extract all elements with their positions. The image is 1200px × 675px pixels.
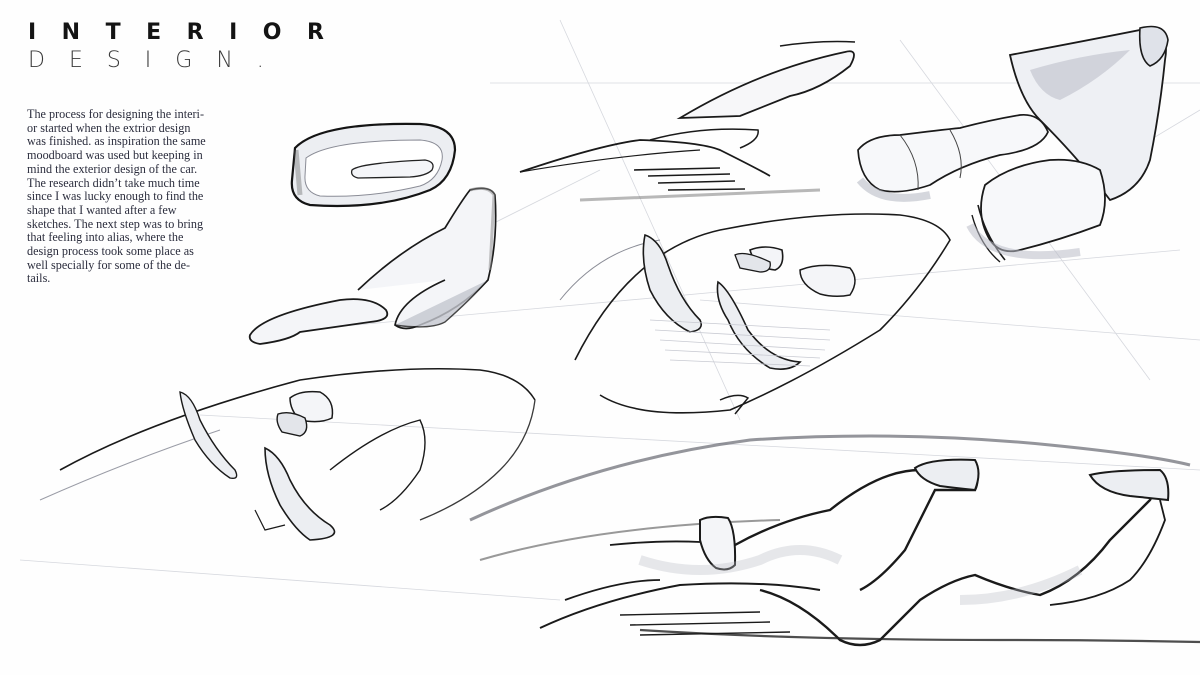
description-line: or started when the extrior design [27, 120, 191, 135]
description-line: that feeling into alias, where the [27, 230, 184, 245]
cabin-perspective-sketch [39, 367, 536, 541]
description-line: was finished. as inspiration the same [27, 134, 206, 149]
construction-lines [19, 19, 1200, 601]
side-profile-seats-sketch [469, 434, 1200, 647]
description-line: well specially for some of the de- [27, 257, 191, 272]
description-line: moodboard was used but keeping in [27, 148, 203, 163]
title-block: INTERIOR DESIGN. [28, 20, 349, 74]
single-seat-sketch [248, 186, 497, 345]
description-line: design process took some place as [27, 244, 194, 259]
dashboard-side-sketch [519, 40, 856, 202]
description-line: shape that I wanted after a few [27, 202, 177, 217]
description-paragraph: The process for designing the interi- or… [27, 107, 206, 286]
seat-cushions-sketch [856, 25, 1169, 263]
description-line: mind the exterior design of the car. [27, 161, 198, 176]
description-line: since I was lucky enough to find the [27, 189, 204, 204]
description-line: The process for designing the interi- [27, 107, 205, 121]
description-line: The research didn’t take much time [27, 175, 200, 190]
steering-wheel-sketch [290, 122, 457, 208]
title-interior: INTERIOR [28, 20, 350, 45]
cockpit-top-view-sketch [559, 213, 951, 415]
title-design: DESIGN. [28, 48, 288, 73]
description-line: sketches. The next step was to bring [27, 216, 204, 231]
description-line: tails. [27, 271, 51, 286]
